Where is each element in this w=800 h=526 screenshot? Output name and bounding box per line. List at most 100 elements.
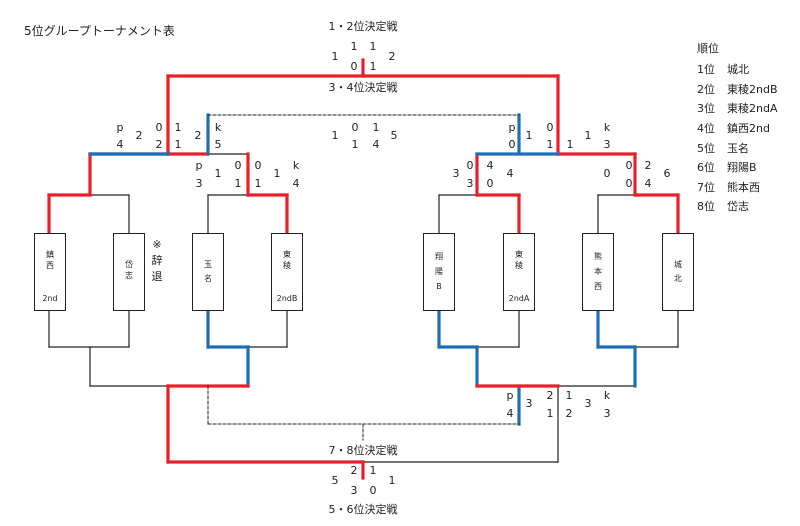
- score: 3: [452, 167, 460, 180]
- team-label: 東: [515, 250, 523, 259]
- score: 3: [195, 177, 203, 190]
- score: 4: [292, 177, 300, 190]
- ranking-team: 東稜2ndA: [727, 102, 778, 115]
- score: 1: [369, 40, 377, 53]
- team-label: 西: [46, 261, 54, 270]
- withdrawn-note: ※ 辞 退: [150, 237, 164, 285]
- score: 2: [565, 407, 573, 420]
- score: 1: [388, 474, 396, 487]
- score: 0: [625, 159, 633, 172]
- score: 0: [351, 121, 359, 134]
- score: 3: [603, 138, 611, 151]
- ranking-team: 翔陽B: [727, 161, 757, 174]
- final-34-label: 3・4位決定戦: [328, 81, 398, 94]
- score: 1: [174, 121, 182, 134]
- team-label: 2ndB: [276, 294, 298, 303]
- team-label: 熊: [594, 252, 602, 261]
- team-label: 稜: [515, 261, 523, 270]
- page-title: 5位グループトーナメント表: [24, 24, 175, 38]
- ranking-pos: 2位: [697, 83, 715, 96]
- score: 2: [388, 50, 396, 63]
- score: 1: [273, 167, 281, 180]
- ranking-team: 玉名: [727, 142, 749, 155]
- score: 1: [565, 389, 573, 402]
- score: 3: [466, 177, 474, 190]
- score: 0: [603, 167, 611, 180]
- score: 2: [155, 138, 163, 151]
- team-label: 2nd: [42, 294, 58, 303]
- team-label: B: [436, 282, 442, 291]
- team-label: 玉: [204, 260, 212, 269]
- score: 2: [135, 129, 143, 142]
- score: 1: [351, 138, 359, 151]
- score: 4: [506, 407, 514, 420]
- ranking-item: 5位玉名: [697, 140, 749, 156]
- team-box-chinzei: 鎮 西 2nd: [34, 233, 66, 311]
- ranking-item: 1位城北: [697, 61, 749, 77]
- score: p: [508, 121, 516, 134]
- ranking-item: 2位東稜2ndB: [697, 81, 778, 97]
- team-box-kumamoto-nishi: 熊 本 西: [582, 233, 614, 311]
- score: 0: [234, 159, 242, 172]
- score: 1: [525, 129, 533, 142]
- score: k: [603, 389, 611, 402]
- score: 1: [369, 464, 377, 477]
- score: 2: [350, 464, 358, 477]
- ranking-team: 熊本西: [727, 181, 760, 194]
- score: 4: [372, 138, 380, 151]
- ranking-item: 7位熊本西: [697, 179, 760, 195]
- ranking-pos: 8位: [697, 200, 715, 213]
- score: 1: [234, 177, 242, 190]
- score: 1: [214, 167, 222, 180]
- final-78-label: 7・8位決定戦: [328, 444, 398, 457]
- score: 0: [369, 484, 377, 497]
- ranking-item: 4位鎮西2nd: [697, 120, 770, 136]
- team-label: 陽: [435, 267, 443, 276]
- score: 4: [644, 177, 652, 190]
- score: k: [603, 121, 611, 134]
- note-char: ※: [152, 238, 162, 251]
- score: 1: [372, 121, 380, 134]
- team-label: 翔: [435, 252, 443, 261]
- ranking-pos: 1位: [697, 63, 715, 76]
- score: 3: [584, 397, 592, 410]
- ranking-item: 8位岱志: [697, 198, 749, 214]
- team-label: 東: [283, 250, 291, 259]
- lower-blue-paths: [206, 307, 637, 426]
- team-box-toryo-2ndb: 東 稜 2ndB: [271, 233, 303, 311]
- score: 0: [486, 177, 494, 190]
- score: 0: [625, 177, 633, 190]
- team-label: 西: [594, 282, 602, 291]
- score: 1: [566, 138, 574, 151]
- ranking-team: 城北: [727, 63, 749, 76]
- score: 1: [174, 138, 182, 151]
- score: 0: [350, 60, 358, 73]
- score: 3: [525, 397, 533, 410]
- ranking-title: 順位: [697, 42, 719, 55]
- final-56-label: 5・6位決定戦: [328, 503, 398, 516]
- team-box-shoyo-b: 翔 陽 B: [423, 233, 455, 311]
- score: 0: [254, 159, 262, 172]
- score: 0: [546, 121, 554, 134]
- score: k: [292, 159, 300, 172]
- final-12-label: 1・2位決定戦: [328, 20, 398, 33]
- note-char: 辞: [151, 254, 163, 267]
- score: p: [195, 159, 203, 172]
- team-box-tamana: 玉 名: [192, 233, 224, 311]
- ranking-team: 東稜2ndB: [727, 83, 778, 96]
- score: k: [214, 121, 222, 134]
- score: 4: [116, 138, 124, 151]
- ranking-pos: 3位: [697, 102, 715, 115]
- team-label: 稜: [283, 261, 291, 270]
- team-label: 2ndA: [508, 294, 530, 303]
- score: 5: [390, 129, 398, 142]
- ranking-pos: 4位: [697, 122, 715, 135]
- score: p: [506, 389, 514, 402]
- score: 1: [331, 50, 339, 63]
- score: 3: [603, 407, 611, 420]
- score: 1: [584, 129, 592, 142]
- seventh-place-dashed: [207, 385, 520, 441]
- ranking-team: 岱志: [727, 200, 749, 213]
- ranking-item: 6位翔陽B: [697, 159, 757, 175]
